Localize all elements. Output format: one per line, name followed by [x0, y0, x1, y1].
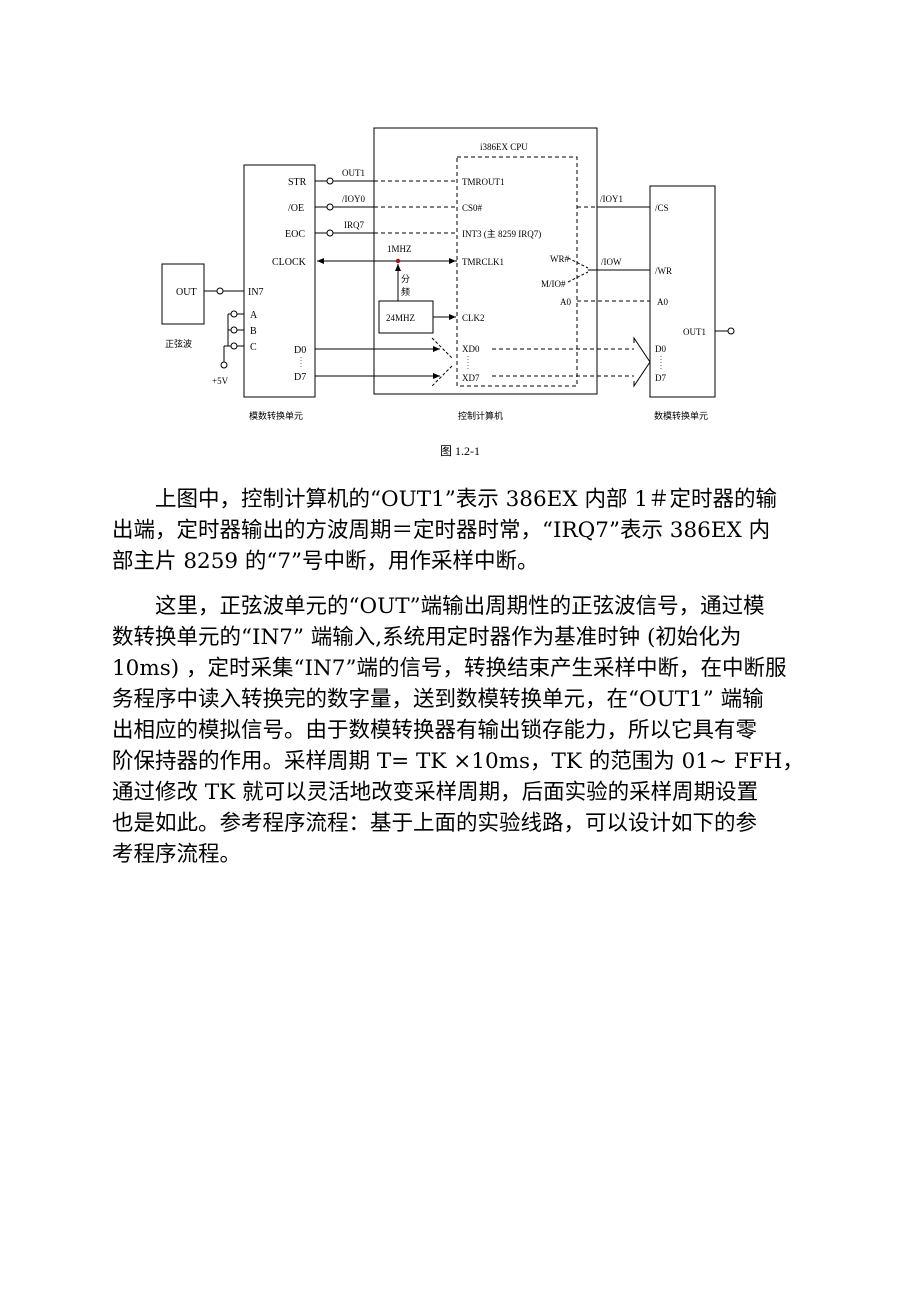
figure-caption: 图 1.2-1: [440, 444, 480, 458]
adc-pin-str: STR: [288, 177, 307, 188]
dac-pin-cs: /CS: [655, 203, 669, 213]
wr-dashed-1: [567, 257, 589, 269]
dac-pin-wr: /WR: [655, 266, 672, 276]
sine-unit-label: 正弦波: [165, 338, 192, 349]
paragraph-2-line: 出相应的模拟信号。由于数模转换器有输出锁存能力，所以它具有零: [112, 718, 758, 743]
adc-pin-b: B: [250, 326, 257, 337]
dac-pin-a0: A0: [657, 297, 668, 307]
signal-1mhz: 1MHZ: [387, 244, 412, 254]
cpu-pin-clk2: CLK2: [462, 313, 485, 323]
adc-pin-eoc: EOC: [285, 229, 305, 240]
paragraph-2-line: 考程序流程。: [112, 842, 242, 867]
adc-pin-a: A: [250, 310, 258, 321]
adc-unit-box: [243, 164, 316, 398]
supply-label: +5V: [212, 376, 229, 386]
dac-out1-terminal: [727, 327, 735, 335]
cpu-pin-mio: M/IO#: [541, 279, 566, 289]
paragraph-1: 上图中，控制计算机的“OUT1”表示 386EX 内部 1＃定时器的输 出端，定…: [112, 484, 814, 577]
cpu-title: i386EX CPU: [480, 142, 528, 152]
paragraph-2-line: 务程序中读入转换完的数字量，送到数模转换单元，在“OUT1” 端输: [112, 687, 764, 712]
paragraph-2-line: 数转换单元的“IN7” 端输入,系统用定时器作为基准时钟 (初始化为: [112, 625, 742, 650]
cpu-pin-tmrclk1: TMRCLK1: [462, 257, 504, 267]
signal-ioy0: /IOY0: [342, 194, 365, 204]
signal-iow: /IOW: [601, 257, 622, 267]
signal-out1: OUT1: [342, 168, 365, 178]
clock-node: [395, 258, 401, 264]
c-terminal: [230, 342, 238, 350]
paragraph-1-line: 出端，定时器输出的方波周期＝定时器时常，“IRQ7”表示 386EX 内: [112, 518, 771, 543]
divider-label-2: 频: [401, 286, 410, 297]
bus-arrow-head: [633, 336, 651, 388]
bus-chevron-1: [431, 337, 453, 359]
divider-label-1: 分: [401, 274, 410, 284]
dac-unit-label: 数模转换单元: [654, 410, 708, 421]
cpu-pin-tmrout1: TMROUT1: [462, 177, 505, 187]
cpu-pin-wr: WR#: [550, 254, 569, 264]
oe-terminal: [326, 203, 334, 211]
adc-pin-in7: IN7: [248, 287, 264, 298]
adc-unit-label: 模数转换单元: [249, 410, 303, 421]
signal-irq7: IRQ7: [344, 220, 364, 230]
signal-ioy1: /IOY1: [600, 194, 623, 204]
str-terminal: [326, 177, 334, 185]
oscillator-label: 24MHZ: [386, 313, 415, 323]
paragraph-2-line: 10ms) ，定时采集“IN7”端的信号，转换结束产生采样中断，在中断服: [112, 656, 787, 681]
cpu-dashed-box: [456, 156, 578, 387]
adc-pin-d0: D0: [294, 345, 306, 356]
wr-dashed-2: [567, 271, 589, 283]
adc-pin-c: C: [250, 342, 257, 353]
cpu-pin-xd7: XD7: [462, 373, 480, 383]
computer-label: 控制计算机: [458, 410, 503, 421]
dac-pin-d7: D7: [655, 373, 666, 383]
a-terminal: [230, 310, 238, 318]
paragraph-2-line: 阶保持器的作用。采样周期 T= TK ×10ms，TK 的范围为 01~ FFH…: [112, 749, 804, 774]
b-terminal: [230, 326, 238, 334]
cpu-pin-int3: INT3 (主 8259 IRQ7): [462, 228, 541, 239]
adc-pin-clock: CLOCK: [272, 257, 307, 268]
eoc-terminal: [326, 229, 334, 237]
sine-out-label: OUT: [176, 287, 197, 298]
dac-pin-out1: OUT1: [683, 327, 706, 337]
paragraph-2-line: 也是如此。参考程序流程：基于上面的实验线路，可以设计如下的参: [112, 811, 758, 836]
cpu-pin-cs0: CS0#: [462, 203, 483, 213]
cpu-pin-a0: A0: [560, 297, 571, 307]
sine-wave-unit-box: [161, 263, 205, 325]
dac-pin-d0: D0: [655, 344, 666, 354]
paragraph-2-line: 这里，正弦波单元的“OUT”端输出周期性的正弦波信号，通过模: [155, 594, 765, 619]
adc-pin-oe: /OE: [288, 203, 304, 214]
sine-out-terminal: [216, 287, 224, 295]
circuit-diagram: i386EX CPU OUT 正弦波 +5V 模数转换单元 控制计算机 数模转换…: [161, 127, 735, 421]
adc-pin-d7: D7: [294, 372, 306, 383]
paragraph-2-line: 通过修改 TK 就可以灵活地改变采样周期，后面实验的采样周期设置: [112, 780, 759, 805]
dac-unit-box: [649, 185, 716, 398]
paragraph-2: 这里，正弦波单元的“OUT”端输出周期性的正弦波信号，通过模 数转换单元的“IN…: [112, 591, 814, 870]
supply-terminal: [220, 361, 228, 369]
cpu-pin-xd0: XD0: [462, 344, 480, 354]
paragraph-1-line: 上图中，控制计算机的“OUT1”表示 386EX 内部 1＃定时器的输: [155, 487, 777, 512]
paragraph-1-line: 部主片 8259 的“7”号中断，用作采样中断。: [112, 549, 539, 574]
